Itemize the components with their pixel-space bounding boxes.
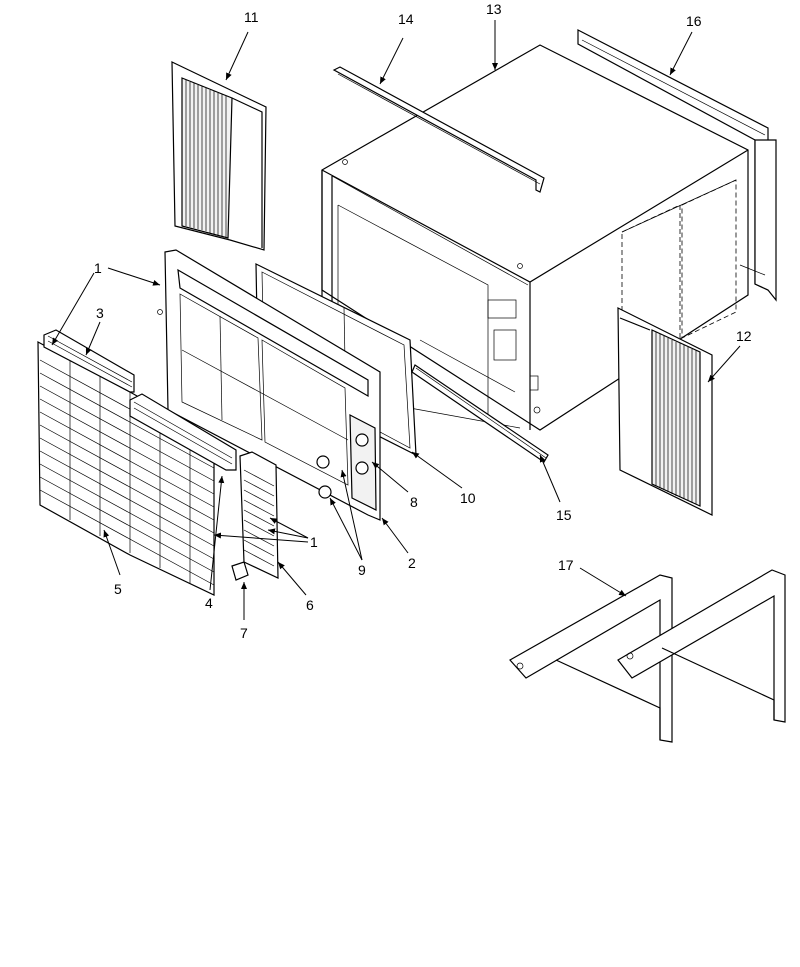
leader-lines xyxy=(51,20,741,620)
callout-labels: 1 1 1 2 3 4 5 6 7 8 9 10 11 12 13 14 15 … xyxy=(94,1,752,641)
front-frame xyxy=(157,249,381,521)
top-rail xyxy=(332,66,545,193)
callout-4: 4 xyxy=(205,595,213,611)
callout-17: 17 xyxy=(558,557,574,573)
front-grille xyxy=(37,340,215,596)
air-louver-top xyxy=(43,329,135,393)
callout-9: 9 xyxy=(358,562,366,578)
callout-6: 6 xyxy=(306,597,314,613)
callout-8: 8 xyxy=(410,494,418,510)
callout-15: 15 xyxy=(556,507,572,523)
callout-10: 10 xyxy=(460,490,476,506)
latch-part xyxy=(231,561,249,581)
callout-7: 7 xyxy=(240,625,248,641)
callout-3: 3 xyxy=(96,305,104,321)
back-panel xyxy=(577,29,777,302)
callout-11: 11 xyxy=(244,9,259,25)
control-door xyxy=(239,451,279,579)
callout-13: 13 xyxy=(486,1,502,17)
callout-12: 12 xyxy=(736,328,752,344)
air-louver-right xyxy=(129,393,237,471)
side-curtain-left xyxy=(171,61,267,251)
callout-14: 14 xyxy=(398,11,414,27)
callout-2: 2 xyxy=(408,555,416,571)
support-bracket xyxy=(509,569,786,743)
callout-16: 16 xyxy=(686,13,702,29)
callout-1-lower: 1 xyxy=(310,534,318,550)
side-curtain-right xyxy=(617,307,713,516)
callout-5: 5 xyxy=(114,581,122,597)
callout-1-top: 1 xyxy=(94,260,102,276)
